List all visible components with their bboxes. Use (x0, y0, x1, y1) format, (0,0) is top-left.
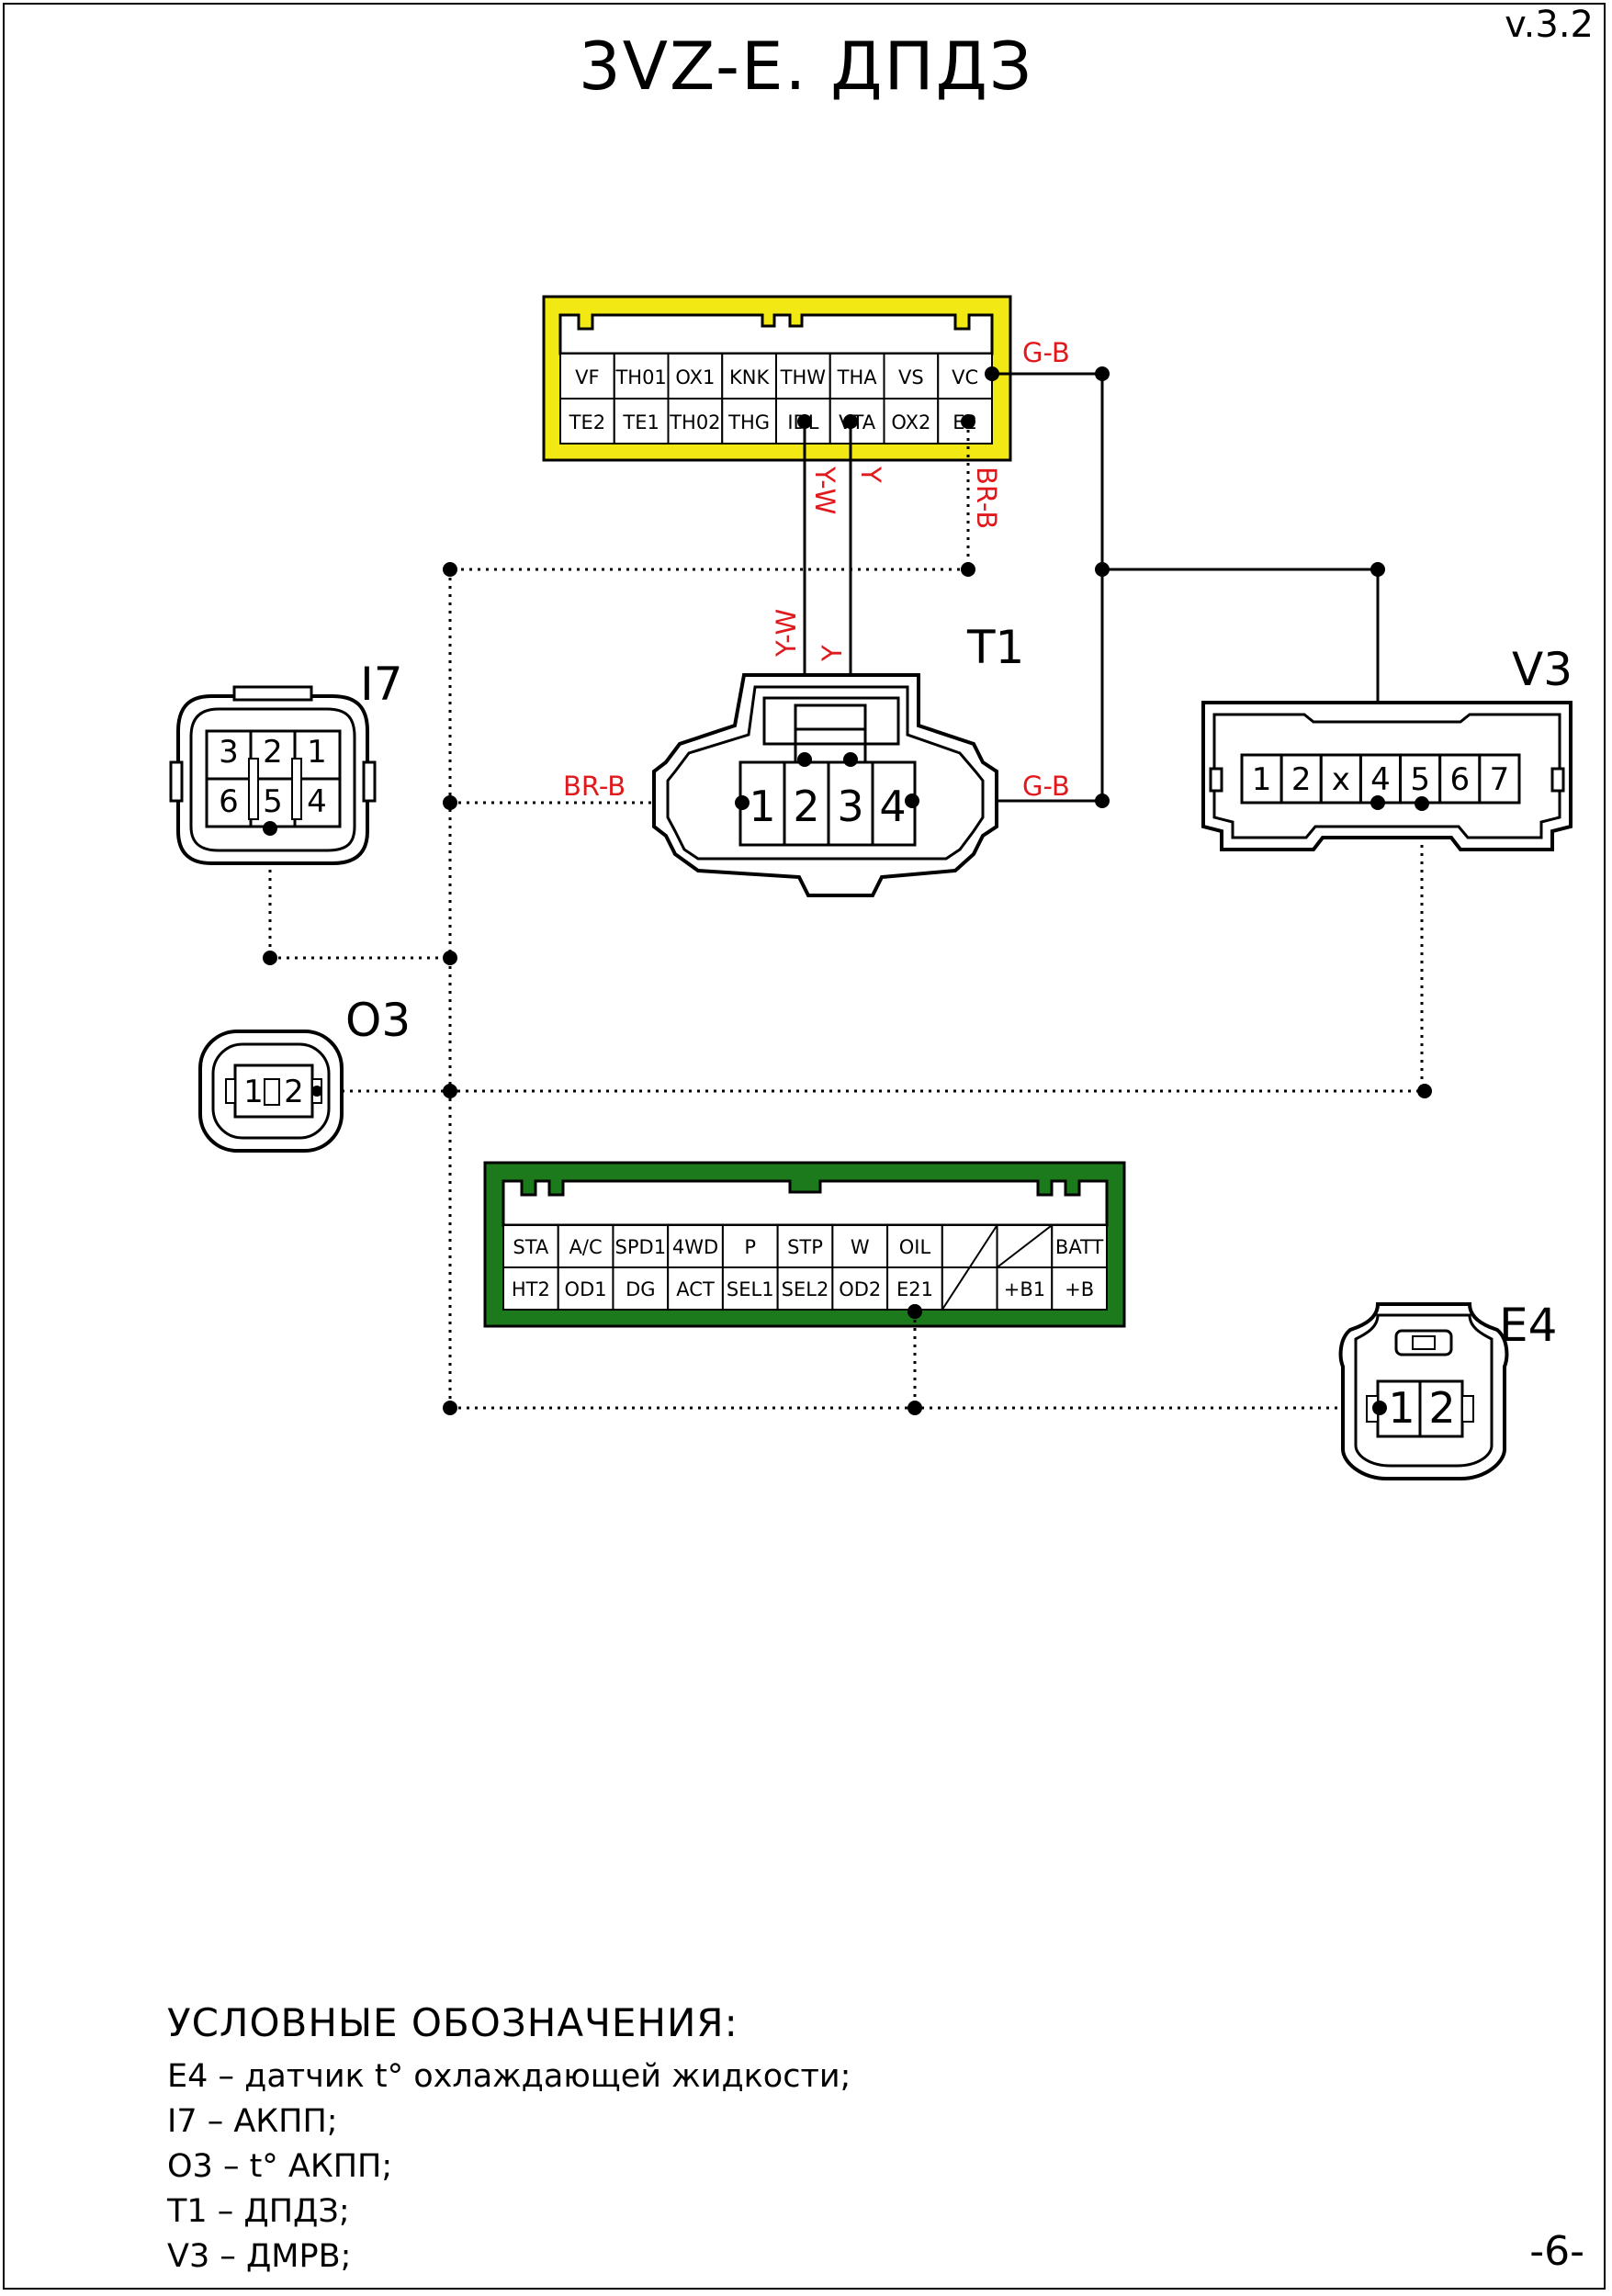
junction-dots (263, 366, 1432, 1415)
ecu-bottom-pin: +B (1065, 1278, 1094, 1300)
v3-pin: x (1332, 761, 1350, 798)
ecu-bottom-pin: OIL (899, 1236, 931, 1258)
legend-title: УСЛОВНЫЕ ОБОЗНАЧЕНИЯ: (167, 2000, 738, 2045)
ecu-top-pin: KNK (729, 366, 770, 388)
ecu-bottom-pin: OD2 (839, 1278, 881, 1300)
ecu-top-pin: VC (952, 366, 978, 388)
ecu-top-pin: THW (780, 366, 827, 388)
ecu-top-pin: THG (727, 411, 770, 433)
wire-label-vc: G-B (1022, 337, 1070, 368)
i7-label: I7 (360, 658, 403, 711)
ecu-top-pin: OX2 (891, 411, 930, 433)
ecu-top-pin: VS (898, 366, 924, 388)
t1-label: T1 (966, 621, 1024, 674)
o3-pin-1: 1 (243, 1074, 264, 1110)
ecu-pin-dots (907, 1304, 922, 1319)
blank-cell-mark (941, 1224, 998, 1311)
ecu-top-pin: THA (837, 366, 878, 388)
v3-pin: 6 (1449, 761, 1470, 798)
wire-label-vta-bottom: Y (817, 645, 848, 662)
i7-pin-4: 4 (307, 783, 327, 820)
wire-label-vta-top: Y (855, 466, 886, 483)
i7-pin-1: 1 (307, 734, 327, 771)
i7-pin-5: 5 (263, 783, 283, 820)
v3-label: V3 (1512, 643, 1573, 696)
ecu-bottom-pin: 4WD (672, 1236, 718, 1258)
t1-pin-4: 4 (879, 782, 906, 831)
wire-label-e2: BR-B (971, 467, 1002, 529)
ecu-top-pin: TE2 (569, 411, 605, 433)
v3-pin: 4 (1370, 761, 1391, 798)
v3-pin: 1 (1252, 761, 1272, 798)
ecu-bottom-pin: SEL1 (727, 1278, 774, 1300)
ecu-top-pin: TE1 (622, 411, 659, 433)
ecu-top-pin: TH02 (669, 411, 720, 433)
o3-pin-2: 2 (284, 1074, 304, 1110)
legend: УСЛОВНЫЕ ОБОЗНАЧЕНИЯ: E4 – датчик t° охл… (167, 2000, 851, 2279)
wire-label-idl-bottom: Y-W (771, 609, 802, 658)
ecu-bottom-pin: P (744, 1236, 756, 1258)
v3-pin: 5 (1410, 761, 1430, 798)
version-label: v.3.2 (1505, 4, 1594, 46)
wire-label-idl-top: Y-W (809, 466, 840, 514)
blank-cell-mark (996, 1224, 1053, 1268)
e4-label: E4 (1499, 1299, 1557, 1352)
ecu-bottom-pin: SPD1 (615, 1236, 667, 1258)
connector-e4: 1 2 E4 (1338, 1299, 1557, 1480)
legend-item-t1: T1 – ДПДЗ; (167, 2193, 350, 2230)
ecu-bottom-pin: A/C (569, 1236, 603, 1258)
ecu-bottom-pin: SEL2 (782, 1278, 829, 1300)
i7-pin-6: 6 (219, 783, 239, 820)
e4-pin-2: 2 (1428, 1383, 1455, 1433)
ecu-bottom-pin: STA (513, 1236, 549, 1258)
e4-pin-1: 1 (1388, 1383, 1415, 1433)
v3-pin: 7 (1490, 761, 1510, 798)
i7-pin-2: 2 (263, 734, 283, 771)
ecu-bottom-pin: +B1 (1004, 1278, 1045, 1300)
connector-o3: 1 2 O3 (198, 994, 411, 1153)
wire-label-t1-gb: G-B (1022, 771, 1070, 802)
connector-i7: 3 2 1 6 5 4 I7 (169, 658, 403, 865)
wire-label-t1-brb: BR-B (563, 771, 626, 802)
ecu-bottom-pin: OD1 (565, 1278, 607, 1300)
t1-pin-3: 3 (837, 782, 863, 831)
t1-pin-2: 2 (793, 782, 819, 831)
ecu-connector-top: VFTH01OX1KNKTHWTHAVSVCTE2TE1TH02THGIDLVT… (542, 295, 1012, 462)
ecu-bottom-pin: ACT (676, 1278, 715, 1300)
connector-t1: 1 2 3 4 T1 (652, 621, 1024, 897)
o3-label: O3 (345, 994, 411, 1047)
ecu-top-pin: TH01 (614, 366, 666, 388)
page-number: -6- (1529, 2228, 1584, 2275)
ecu-bottom-pin: W (851, 1236, 870, 1258)
ecu-top-pin: VF (575, 366, 599, 388)
legend-item-e4: E4 – датчик t° охлаждающей жидкости; (167, 2058, 851, 2095)
v3-pin: 2 (1291, 761, 1312, 798)
legend-item-i7: I7 – АКПП; (167, 2103, 338, 2140)
ecu-bottom-pin: HT2 (512, 1278, 550, 1300)
legend-item-v3: V3 – ДМРВ; (167, 2238, 352, 2275)
ecu-top-pin: OX1 (675, 366, 715, 388)
t1-pin-1: 1 (749, 782, 775, 831)
legend-item-o3: O3 – t° АКПП; (167, 2148, 393, 2185)
ecu-bottom-pin: DG (626, 1278, 655, 1300)
i7-pin-3: 3 (219, 734, 239, 771)
ecu-bottom-pin: BATT (1055, 1236, 1104, 1258)
page-title: 3VZ-E. ДПДЗ (578, 28, 1034, 105)
ecu-bottom-pin: STP (787, 1236, 823, 1258)
ecu-bottom-pin: E21 (896, 1278, 933, 1300)
